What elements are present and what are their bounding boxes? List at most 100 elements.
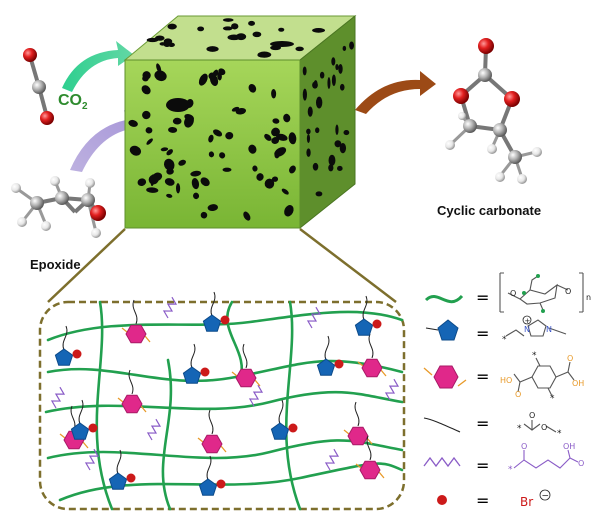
legend-row-cellulose: = O O n bbox=[424, 272, 591, 313]
oxygen-label: O bbox=[529, 411, 535, 420]
pore bbox=[331, 74, 336, 87]
legend-row-terephthalate: = HO OH O O * * bbox=[423, 351, 584, 404]
pore bbox=[208, 134, 214, 143]
pore bbox=[178, 159, 187, 166]
co2-subscript: 2 bbox=[82, 101, 88, 113]
cyclic-carbonate-molecule bbox=[445, 38, 542, 184]
pore bbox=[307, 106, 313, 117]
svg-text:*: * bbox=[508, 465, 513, 475]
legend-row-bromide: = Br − bbox=[437, 489, 551, 510]
legend-row-succinate: = * O OH O bbox=[423, 442, 584, 475]
legend-row-ester: = * * O O bbox=[423, 411, 562, 439]
network-inset bbox=[38, 291, 406, 511]
pore bbox=[137, 178, 147, 186]
linker-chain bbox=[324, 335, 330, 361]
carboxyl-arm bbox=[197, 437, 227, 453]
pore bbox=[327, 77, 331, 89]
pore bbox=[283, 113, 291, 123]
pore bbox=[315, 127, 320, 134]
pore bbox=[154, 35, 165, 41]
imidazolium-ring bbox=[270, 422, 290, 440]
oxygen-label: O bbox=[578, 459, 584, 468]
pore bbox=[315, 191, 323, 197]
ester-linkage bbox=[366, 435, 372, 461]
co2-molecule bbox=[23, 48, 54, 125]
equals-sign: = bbox=[476, 367, 489, 386]
succinate-chain bbox=[50, 386, 66, 409]
succinate-chain bbox=[384, 378, 400, 401]
pore bbox=[222, 167, 232, 172]
pore bbox=[339, 83, 345, 91]
pore bbox=[248, 144, 257, 154]
pore bbox=[222, 18, 234, 22]
co2-label: CO2 bbox=[58, 92, 88, 112]
positive-charge: + bbox=[525, 317, 531, 325]
pore bbox=[166, 98, 190, 112]
pore bbox=[200, 177, 210, 187]
pore bbox=[129, 145, 142, 156]
bromide-label: Br bbox=[520, 495, 533, 509]
carboxyl-arm bbox=[355, 463, 385, 479]
pore bbox=[160, 147, 169, 152]
pore bbox=[219, 152, 226, 159]
pore bbox=[342, 45, 347, 51]
terephthalate-ring bbox=[201, 434, 223, 454]
linker-chain bbox=[62, 325, 68, 351]
pore bbox=[163, 38, 173, 45]
bromide-ion bbox=[88, 423, 98, 433]
pore bbox=[302, 66, 307, 76]
epoxide-label: Epoxide bbox=[30, 257, 81, 272]
carbon-atom bbox=[55, 191, 69, 205]
cyclic-carbonate-label: Cyclic carbonate bbox=[437, 203, 542, 218]
pore bbox=[295, 46, 304, 52]
carbon-atom bbox=[508, 150, 522, 164]
pore bbox=[289, 165, 296, 174]
pore bbox=[343, 129, 350, 136]
bromide-symbol bbox=[437, 495, 447, 505]
carboxyl-arm bbox=[231, 371, 261, 387]
imidazolium-ring bbox=[202, 314, 222, 332]
carbon-atom bbox=[30, 196, 44, 210]
svg-text:*: * bbox=[517, 424, 522, 434]
svg-text:*: * bbox=[550, 394, 555, 404]
succinate-chain bbox=[324, 448, 340, 471]
zoom-lines bbox=[47, 228, 397, 303]
cellulose-structure bbox=[499, 272, 584, 313]
pore bbox=[252, 31, 262, 38]
succinate-symbol bbox=[423, 456, 461, 468]
ester-linkage bbox=[132, 299, 138, 325]
imidazolium-ring bbox=[54, 348, 74, 366]
pore bbox=[225, 131, 234, 140]
pore bbox=[319, 71, 325, 79]
imidazolium-ring bbox=[70, 422, 90, 440]
pore bbox=[264, 133, 272, 141]
carbon-atom bbox=[32, 80, 46, 94]
pore bbox=[306, 134, 311, 143]
pore bbox=[243, 211, 251, 221]
oxygen-label: O bbox=[565, 287, 571, 296]
oxygen-label: O bbox=[510, 289, 516, 298]
negative-charge: − bbox=[542, 492, 550, 502]
bromide-ion bbox=[200, 367, 210, 377]
carboxyl-arm bbox=[343, 429, 373, 445]
pore bbox=[264, 178, 275, 189]
pore bbox=[337, 165, 343, 171]
equals-sign: = bbox=[476, 414, 489, 433]
pore bbox=[271, 88, 277, 99]
pore bbox=[306, 148, 311, 157]
terephthalate-ring bbox=[359, 460, 381, 480]
pore bbox=[270, 41, 294, 47]
nitrogen-label: N bbox=[546, 325, 552, 334]
co2-arrow bbox=[62, 41, 134, 92]
epoxide-molecule bbox=[11, 176, 106, 238]
pore bbox=[168, 126, 178, 133]
carbon-atom bbox=[463, 119, 477, 133]
bromide-ion bbox=[72, 349, 82, 359]
pore bbox=[227, 34, 241, 41]
pore bbox=[302, 88, 307, 101]
bromide-ion bbox=[372, 319, 382, 329]
pore bbox=[252, 165, 258, 172]
ester-linkage bbox=[128, 369, 134, 395]
oxygen-label: O bbox=[515, 390, 521, 399]
hydroxyl-label: OH bbox=[563, 442, 575, 451]
